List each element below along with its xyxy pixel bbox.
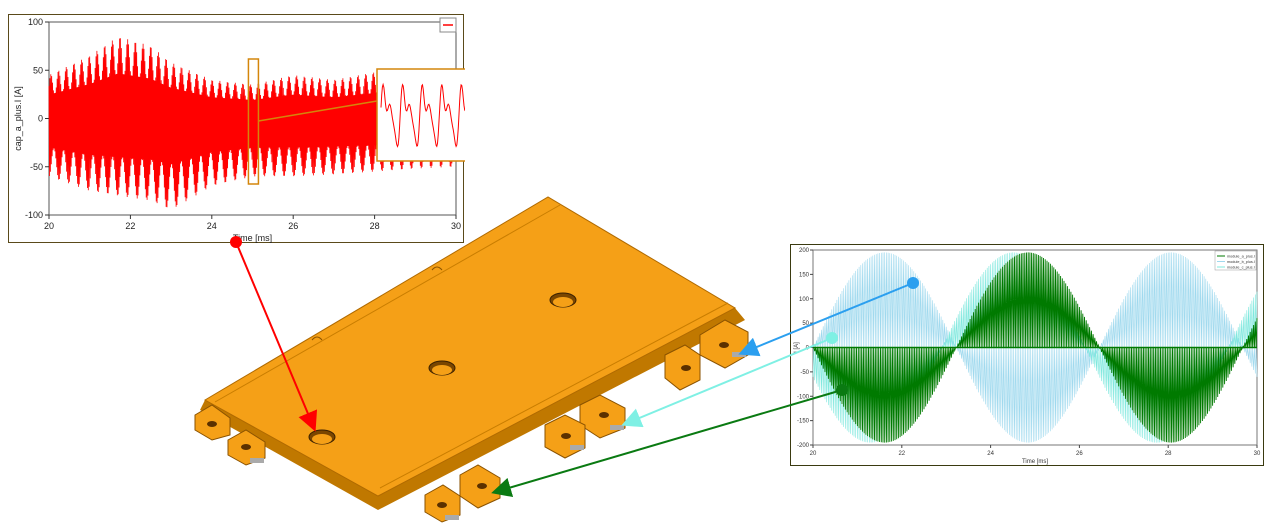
y-tick-label: -200	[797, 443, 810, 449]
x-tick-label: 20	[810, 451, 817, 457]
plate-ridge-line	[379, 302, 729, 489]
legend-label: module_c_plus.I	[1227, 266, 1255, 270]
x-tick-label: 26	[288, 221, 298, 231]
terminal-tab	[544, 414, 586, 459]
y-tick-label: 100	[28, 17, 43, 27]
tab-hole	[681, 365, 691, 371]
plate-notch	[431, 266, 443, 271]
plate-notch	[311, 336, 323, 341]
terminal-tab	[459, 464, 501, 509]
x-tick-label: 22	[125, 221, 135, 231]
x-tick-label: 30	[451, 221, 461, 231]
x-axis-label: Time [ms]	[1022, 459, 1048, 465]
y-tick-label: -100	[797, 394, 810, 400]
y-tick-label: 50	[802, 321, 809, 327]
x-tick-label: 26	[1076, 451, 1083, 457]
x-tick-label: 28	[1165, 451, 1172, 457]
zoom-connector	[258, 100, 378, 122]
busbar-plate	[194, 196, 749, 523]
legend-label: module_b_plus.I	[1227, 260, 1255, 264]
y-tick-label: 0	[38, 114, 43, 124]
plate-hole	[312, 434, 332, 444]
x-tick-label: 28	[370, 221, 380, 231]
y-tick-label: -50	[30, 162, 43, 172]
y-tick-label: 50	[33, 65, 43, 75]
zoom-inset	[376, 68, 572, 162]
zoom-inset-frame	[376, 68, 572, 162]
terminal-tab	[227, 429, 266, 466]
arrow-red	[230, 236, 318, 432]
zoom-highlight-box	[247, 58, 260, 185]
y-axis-label: cap_a_plus.I [A]	[13, 86, 23, 151]
tab-hole	[719, 342, 729, 348]
terminal-tab	[424, 484, 461, 523]
y-tick-label: 0	[806, 346, 810, 352]
plate-hole	[428, 360, 456, 376]
y-axis-label: I [A]	[794, 342, 800, 353]
y-tick-label: 150	[799, 272, 810, 278]
y-tick-label: -100	[25, 210, 43, 220]
tab-hole	[207, 421, 217, 427]
x-tick-label: 30	[1254, 451, 1261, 457]
y-tick-label: 200	[799, 248, 810, 254]
plate-hole	[432, 365, 452, 375]
contact-pad	[570, 445, 584, 450]
tab-hole	[241, 444, 251, 450]
x-tick-label: 22	[898, 451, 905, 457]
plate-hole	[553, 297, 573, 307]
right-chart: 20 22 24 26 28 30 200 150 100 50 0 -50 -100 -150 -200T…	[794, 248, 1261, 465]
y-tick-label: 100	[799, 297, 810, 303]
plate-hole	[308, 429, 336, 445]
x-tick-label: 24	[987, 451, 994, 457]
tab-hole	[437, 502, 447, 508]
terminal-tab	[664, 344, 701, 391]
contact-pad	[732, 352, 746, 357]
x-axis-label: Time [ms]	[233, 233, 272, 243]
series-core-band	[49, 73, 456, 165]
terminal-tab	[579, 394, 626, 439]
x-tick-label: 24	[207, 221, 217, 231]
terminal-tab	[699, 319, 749, 369]
terminal-tab	[194, 404, 231, 441]
contact-pad	[610, 425, 624, 430]
plate-hole	[549, 292, 577, 308]
x-tick-label: 20	[44, 221, 54, 231]
legend-label: module_a_plus.I	[1227, 255, 1255, 259]
y-tick-label: -50	[800, 370, 809, 376]
series-line-0	[813, 252, 1258, 443]
terminal-tabs	[194, 319, 749, 523]
tab-hole	[477, 483, 487, 489]
tab-hole	[599, 412, 609, 418]
y-tick-label: -150	[797, 419, 810, 425]
plate-side-edge	[200, 308, 745, 510]
contact-pad	[250, 458, 264, 463]
legend-box	[1214, 250, 1257, 271]
contact-pad	[445, 515, 459, 520]
tab-hole	[561, 433, 571, 439]
